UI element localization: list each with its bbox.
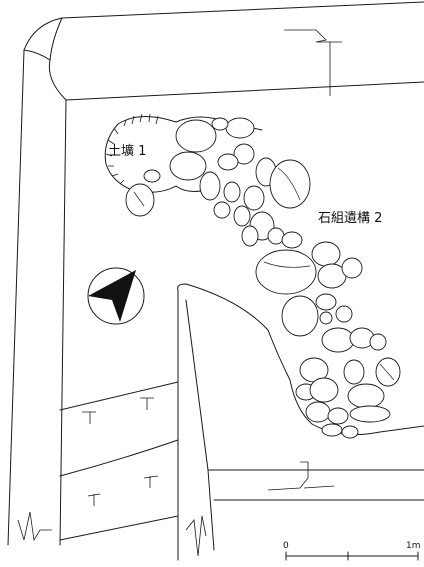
north-arrow-icon — [87, 267, 145, 325]
pit-1-label: 土壙 1 — [108, 143, 146, 159]
level-mark-icon — [267, 29, 342, 491]
stone-feature-2 — [169, 116, 401, 439]
slope-level-marks — [82, 397, 159, 506]
scale-start-label: 0 — [283, 541, 289, 551]
scale-bar — [285, 551, 419, 561]
break-line-icon — [17, 511, 207, 557]
stone-feature-2-label: 石組遺構 2 — [318, 211, 382, 226]
scale-end-label: 1m — [406, 541, 421, 551]
pit-1 — [104, 113, 177, 217]
excavation-outline — [7, 1, 424, 546]
slope-section-lines — [59, 381, 179, 541]
